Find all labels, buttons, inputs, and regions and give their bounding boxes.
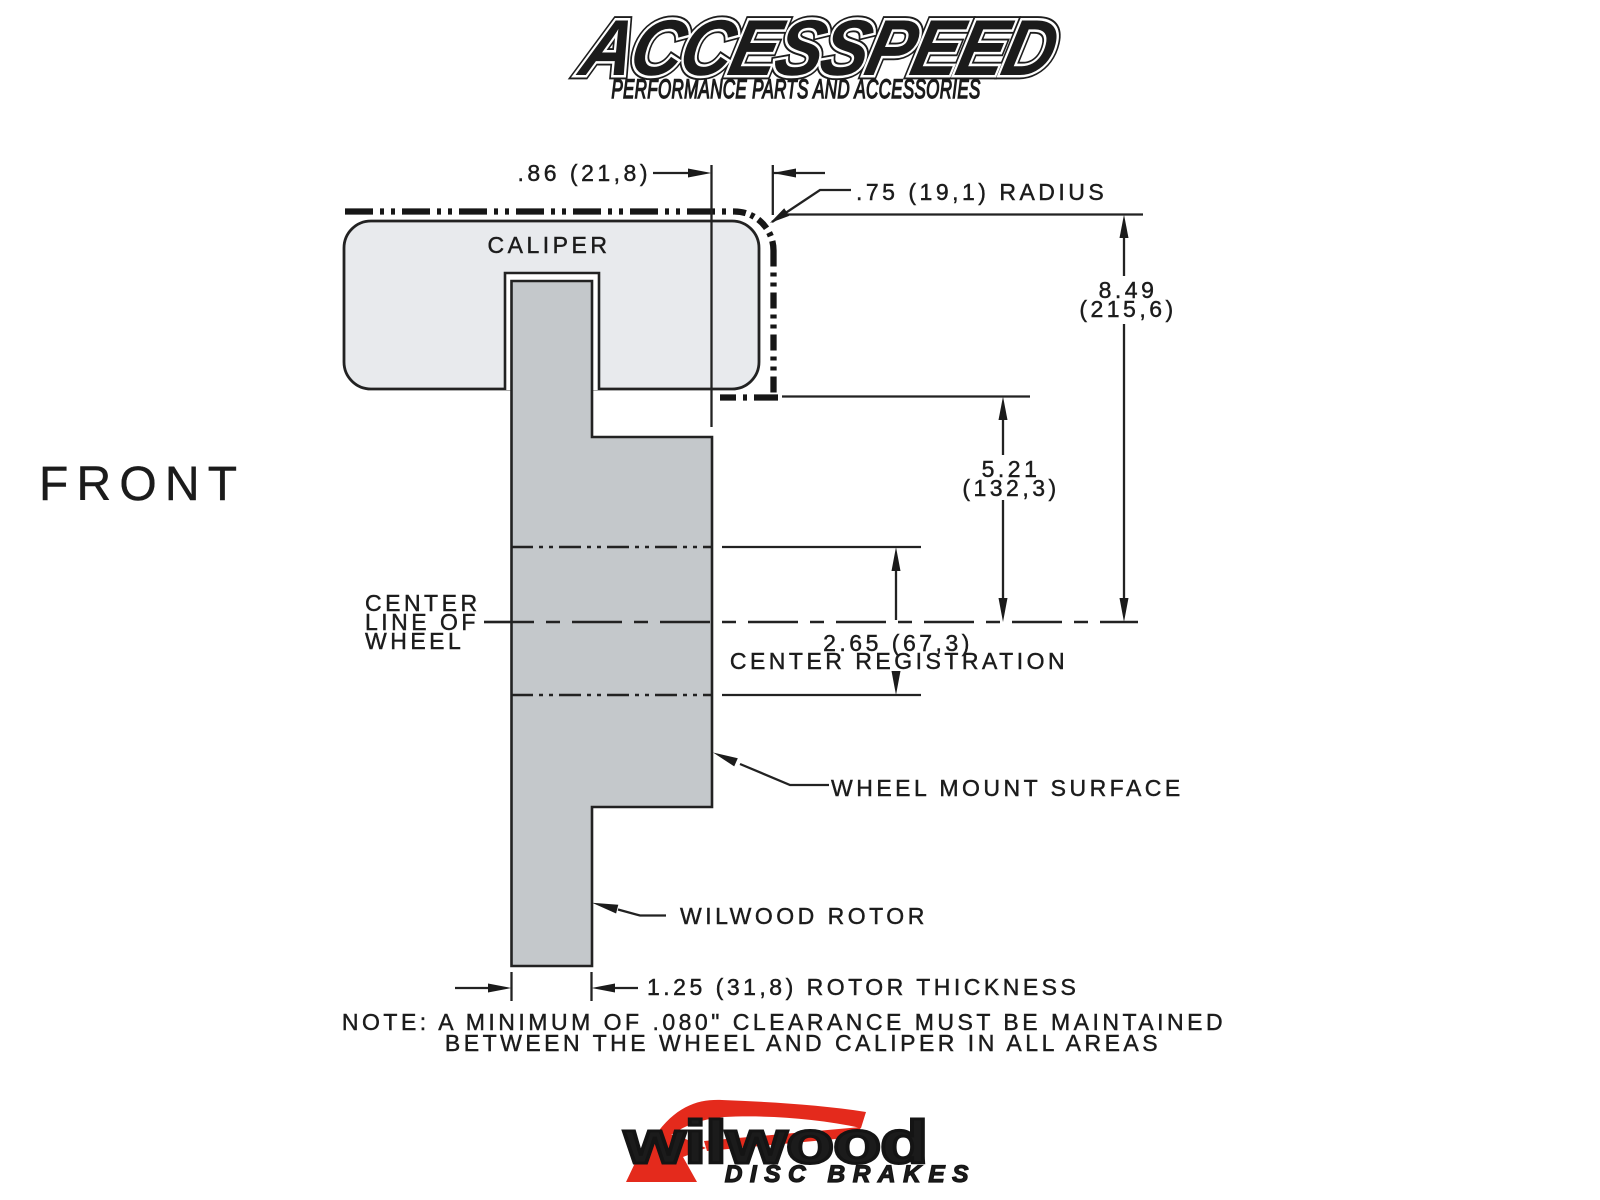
svg-text:wilwood: wilwood bbox=[623, 1108, 927, 1175]
svg-text:8.49: 8.49 bbox=[1099, 277, 1158, 303]
svg-text:.75 (19,1) RADIUS: .75 (19,1) RADIUS bbox=[856, 179, 1107, 205]
svg-text:PERFORMANCE PARTS AND ACCESSOR: PERFORMANCE PARTS AND ACCESSORIES bbox=[611, 74, 980, 104]
svg-text:1.25 (31,8) ROTOR THICKNESS: 1.25 (31,8) ROTOR THICKNESS bbox=[647, 974, 1079, 1000]
svg-text:.86 (21,8): .86 (21,8) bbox=[518, 160, 651, 186]
svg-text:NOTE: A MINIMUM OF .080" CLEAR: NOTE: A MINIMUM OF .080" CLEARANCE MUST … bbox=[342, 1009, 1226, 1035]
svg-text:LINE OF: LINE OF bbox=[365, 609, 479, 635]
svg-text:5.21: 5.21 bbox=[982, 456, 1041, 482]
svg-text:WHEEL MOUNT SURFACE: WHEEL MOUNT SURFACE bbox=[831, 775, 1184, 801]
svg-text:2.65 (67,3): 2.65 (67,3) bbox=[823, 630, 973, 656]
svg-text:ACCESSPEED: ACCESSPEED bbox=[571, 4, 1066, 93]
svg-text:WILWOOD ROTOR: WILWOOD ROTOR bbox=[680, 903, 928, 929]
svg-text:BETWEEN THE WHEEL AND CALIPER: BETWEEN THE WHEEL AND CALIPER IN ALL ARE… bbox=[445, 1030, 1161, 1056]
svg-text:CALIPER: CALIPER bbox=[488, 232, 611, 258]
svg-text:(215,6): (215,6) bbox=[1079, 296, 1176, 322]
svg-text:CENTER: CENTER bbox=[365, 590, 481, 616]
svg-text:WHEEL: WHEEL bbox=[365, 628, 464, 654]
svg-text:ACCESSPEED: ACCESSPEED bbox=[571, 4, 1066, 93]
svg-text:FRONT: FRONT bbox=[39, 458, 245, 511]
svg-text:(132,3): (132,3) bbox=[962, 475, 1059, 501]
svg-text:DISC BRAKES: DISC BRAKES bbox=[725, 1161, 976, 1188]
svg-text:CENTER REGISTRATION: CENTER REGISTRATION bbox=[730, 648, 1068, 674]
svg-text:ACCESSPEED: ACCESSPEED bbox=[571, 4, 1066, 93]
